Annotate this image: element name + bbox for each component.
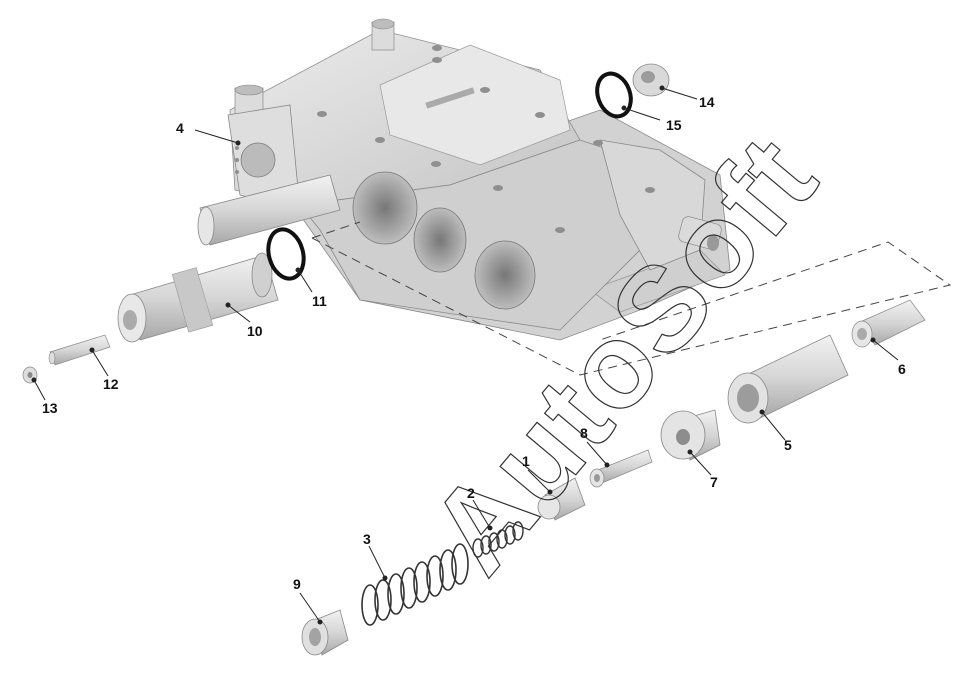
callout-4: 4 [176, 120, 184, 136]
pin-part-12 [48, 334, 111, 366]
spring-part-3 [361, 543, 469, 626]
ring-part-15 [595, 71, 633, 119]
pin-part-8 [589, 449, 653, 488]
sleeve-part-5 [727, 334, 849, 424]
callout-3: 3 [363, 531, 371, 547]
callout-10: 10 [247, 323, 263, 339]
poppet-part-1 [537, 477, 586, 521]
callout-leaders [31, 85, 899, 625]
o-ring-part-11 [266, 227, 306, 281]
callout-2: 2 [467, 485, 475, 501]
callout-11: 11 [312, 293, 327, 309]
nut-part-14 [632, 63, 670, 97]
valve-body [197, 18, 731, 341]
callout-14: 14 [699, 94, 715, 110]
cap-part-7 [660, 409, 721, 461]
spring-part-2 [472, 521, 524, 558]
callout-13: 13 [42, 400, 58, 416]
callout-8: 8 [580, 425, 588, 441]
callout-15: 15 [666, 117, 682, 133]
retainer-part-9 [301, 609, 349, 656]
callout-9: 9 [293, 576, 301, 592]
piston-part-6 [851, 299, 926, 348]
callout-5: 5 [784, 437, 792, 453]
assembly-guide-line [311, 237, 952, 376]
callout-labels: 1 2 3 4 5 6 7 8 9 10 11 12 13 14 15 [42, 94, 906, 592]
spool-part-10 [117, 252, 279, 343]
callout-12: 12 [103, 376, 119, 392]
callout-1: 1 [522, 453, 530, 469]
callout-6: 6 [898, 361, 906, 377]
callout-7: 7 [710, 474, 718, 490]
